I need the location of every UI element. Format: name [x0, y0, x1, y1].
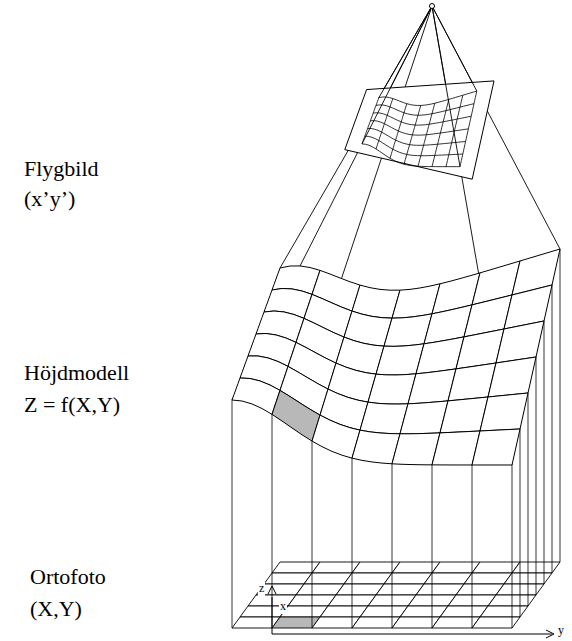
coordinate-label: (X,Y) [30, 596, 82, 621]
formula-label: Z = f(X,Y) [24, 392, 120, 417]
projection-ray-upper [362, 6, 432, 144]
axis-label: x [279, 600, 287, 614]
axis-label: z [258, 582, 265, 596]
drop-line [512, 465, 513, 628]
plane-name: Höjdmodell [24, 360, 129, 385]
y-axis [272, 634, 552, 635]
drop-line [560, 249, 561, 562]
drop-line [392, 464, 393, 628]
drop-line [272, 414, 273, 628]
projection-ray-upper [379, 6, 432, 98]
drop-line [312, 441, 313, 628]
y-axis-head [546, 630, 554, 638]
height-model-cell [512, 249, 560, 295]
drop-line [472, 465, 473, 628]
axis-label: y [557, 624, 565, 638]
drop-line [232, 400, 233, 628]
drop-line [520, 429, 521, 617]
height-model-cell [480, 393, 528, 431]
drop-line [552, 285, 553, 573]
image-grid-line [368, 129, 466, 146]
height-model-cell [488, 357, 536, 397]
projection-centre [430, 4, 435, 9]
orthophoto-cell [480, 606, 528, 617]
drop-line [432, 465, 433, 628]
plane-name: Flygbild [24, 156, 99, 181]
projection-ray [232, 6, 432, 400]
image-grid-line [373, 113, 471, 125]
drop-line [544, 321, 545, 584]
drop-line [536, 357, 537, 595]
height-model-cell [232, 378, 280, 414]
height-model-cell [352, 430, 400, 464]
drop-line [528, 393, 529, 606]
orthophoto-cell [472, 617, 520, 628]
drop-line [352, 458, 353, 628]
plane-name: Ortofoto [30, 564, 106, 589]
height-model-cell [312, 415, 360, 458]
projection-ray-upper [432, 6, 477, 91]
height-model-cell [504, 285, 552, 329]
image-grid-line [365, 136, 463, 156]
coordinate-label: (x’y’) [24, 186, 75, 211]
image-plane [345, 81, 494, 179]
image-grid-line [379, 91, 477, 105]
height-model-cell [472, 429, 520, 465]
projection-ray-upper [432, 6, 460, 167]
height-model-cell [272, 390, 320, 441]
height-model-cell [496, 321, 544, 363]
